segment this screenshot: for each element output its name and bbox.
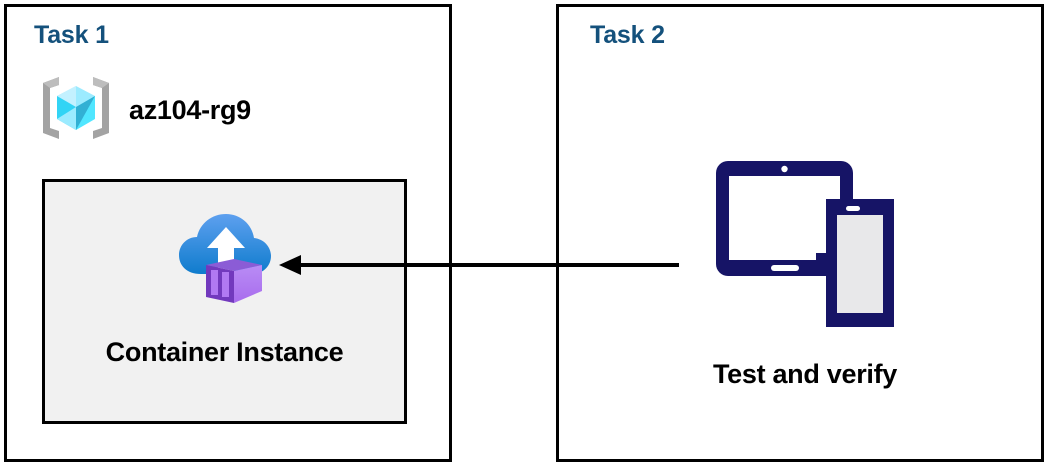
container-instance-icon	[176, 202, 274, 311]
container-instance-box: Container Instance	[42, 179, 407, 424]
task-2-panel: Task 2	[556, 4, 1044, 462]
resource-group-name: az104-rg9	[129, 95, 251, 125]
tablet-and-phone-icon	[713, 157, 898, 337]
test-and-verify-block: Test and verify	[675, 157, 935, 390]
container-instance-label: Container Instance	[105, 337, 344, 367]
task-1-title: Task 1	[34, 21, 109, 49]
task-2-title: Task 2	[590, 21, 665, 49]
resource-group-row: az104-rg9	[37, 69, 251, 152]
resource-group-icon	[37, 69, 115, 152]
test-and-verify-label: Test and verify	[712, 359, 898, 389]
task-1-panel: Task 1	[4, 4, 452, 462]
